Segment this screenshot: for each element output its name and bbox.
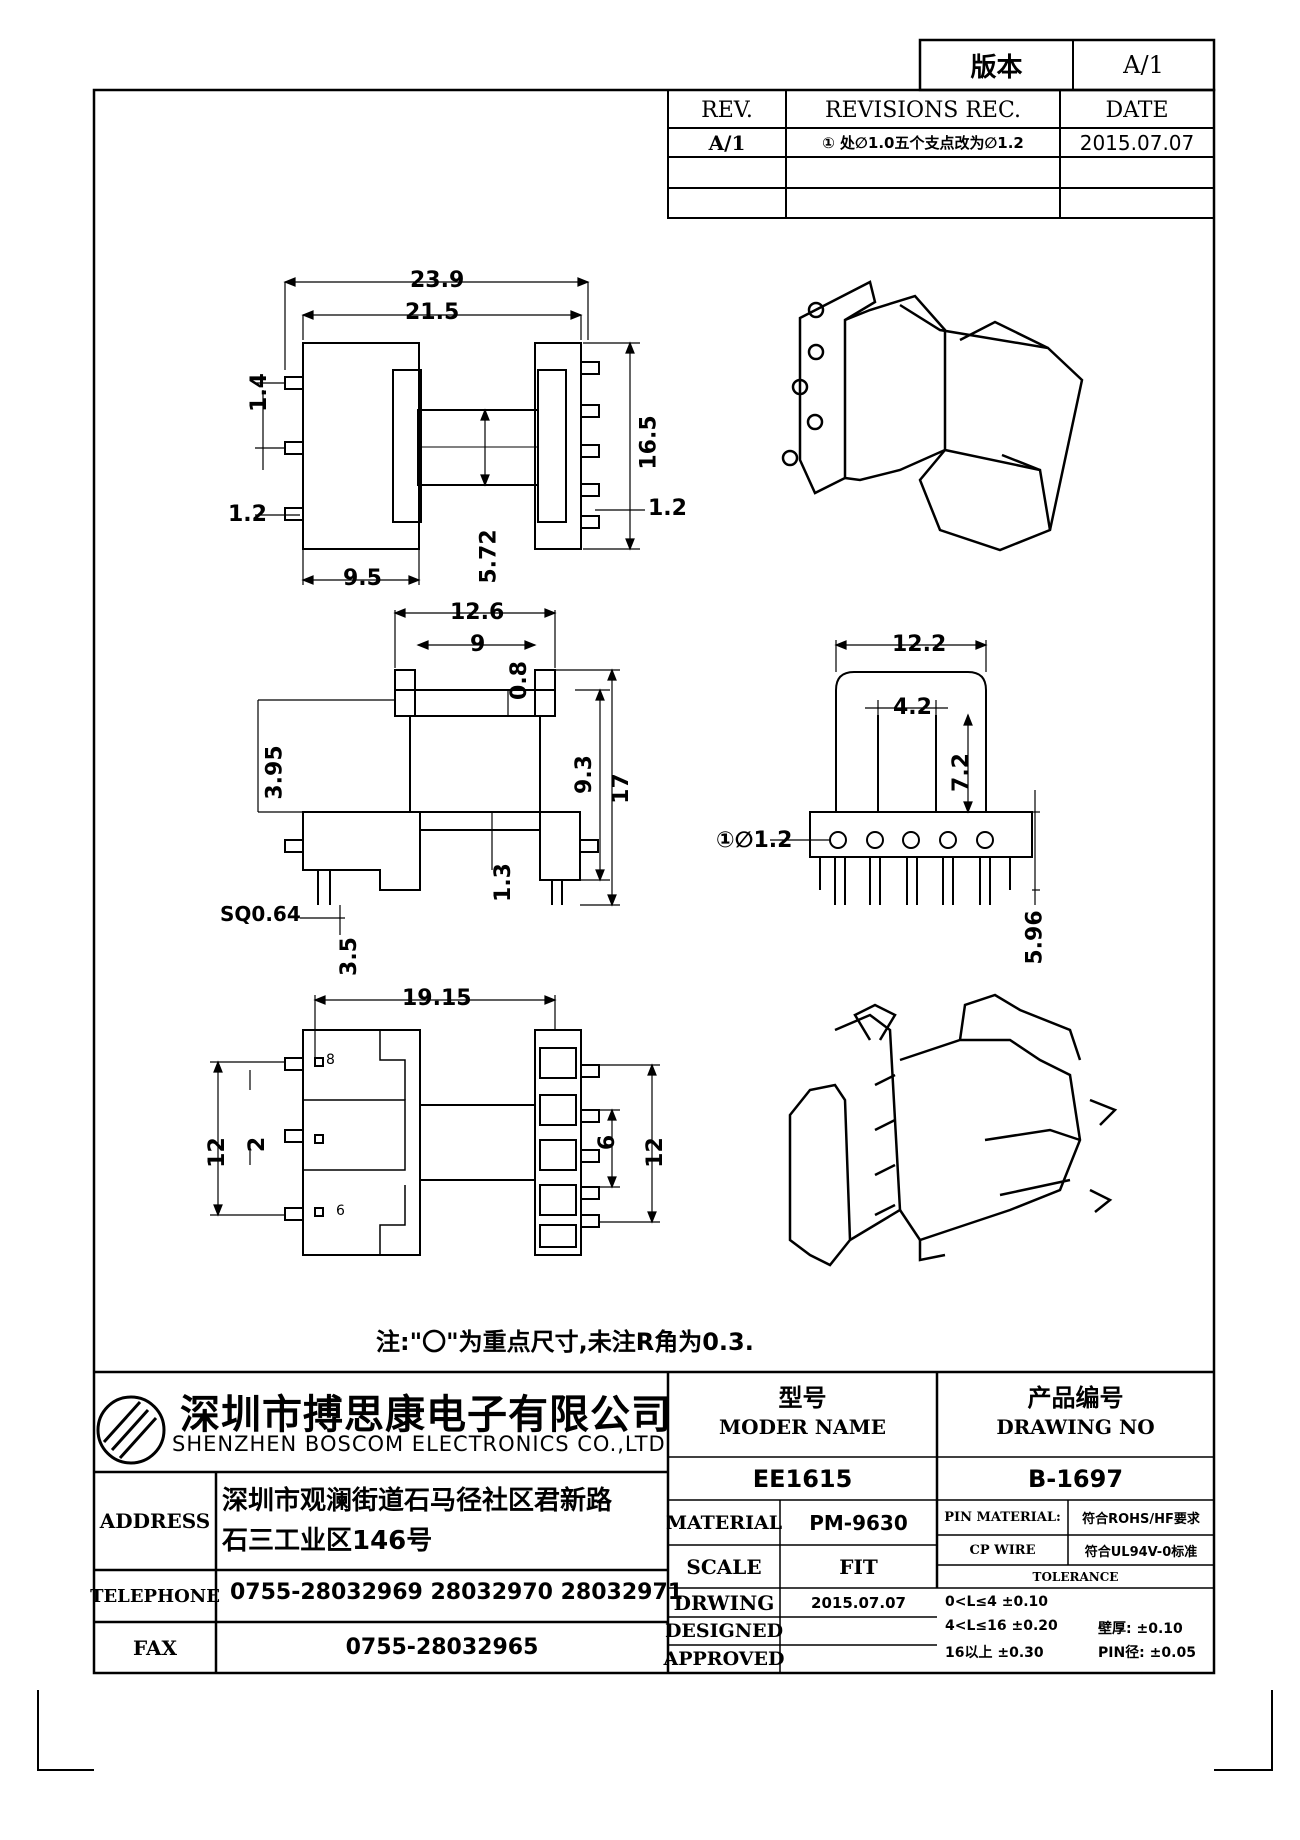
rev-row-1-rec: ① 处∅1.0五个支点改为∅1.2 xyxy=(822,134,1024,152)
address-label: ADDRESS xyxy=(99,1509,211,1533)
dim-3-5-value: 3.5 xyxy=(336,937,362,976)
dim-9-value: 9 xyxy=(470,632,486,657)
dim-6-value: 6 xyxy=(595,1134,621,1151)
dim-5-96-value: 5.96 xyxy=(1022,910,1048,965)
pin-8-label: 8 xyxy=(326,1052,335,1068)
telephone-label: TELEPHONE xyxy=(90,1585,220,1607)
rev-header: REV. xyxy=(701,97,753,123)
model-label-cn: 型号 xyxy=(778,1383,827,1412)
cp-wire-value: 符合UL94V-0标准 xyxy=(1084,1544,1198,1560)
tolerance-line-1: 0<L≤4 ±0.10 xyxy=(945,1594,1049,1610)
dim-9-5-value: 9.5 xyxy=(343,566,382,591)
drawing-note: 注:"〇"为重点尺寸,未注R角为0.3. xyxy=(376,1328,754,1356)
dim-19-15-value: 19.15 xyxy=(402,986,472,1011)
tolerance-line-2: 4<L≤16 ±0.20 xyxy=(945,1618,1058,1634)
date-header: DATE xyxy=(1105,97,1169,123)
dim-3-95-value: 3.95 xyxy=(262,745,288,800)
top-view xyxy=(284,342,600,550)
dim-16-5-value: 16.5 xyxy=(636,415,662,470)
dim-sq-value: SQ0.64 xyxy=(220,902,301,926)
front-view-dims xyxy=(257,608,620,935)
revision-table-border xyxy=(667,89,1215,219)
corner-mark-right xyxy=(1214,1690,1273,1771)
pin-6-label: 6 xyxy=(336,1203,345,1219)
dim-7-2-value: 7.2 xyxy=(948,753,974,792)
dim-2-value: 2 xyxy=(245,1136,271,1153)
dim-12-left-value: 12 xyxy=(204,1137,230,1168)
scale-value: FIT xyxy=(839,1554,878,1579)
dim-0-8-value: 0.8 xyxy=(506,661,532,700)
fax-value: 0755-28032965 xyxy=(345,1635,539,1660)
rev-row-1-date: 2015.07.07 xyxy=(1079,130,1195,155)
dim-1-4-value: 1.4 xyxy=(246,373,272,412)
tolerance-line-3: 16以上 ±0.30 xyxy=(945,1645,1044,1661)
bottom-view-dims xyxy=(210,995,660,1224)
tolerance-label: TOLERANCE xyxy=(1032,1569,1119,1584)
title-block-grid-thin xyxy=(668,1456,1214,1673)
corner-mark-left xyxy=(37,1690,94,1771)
dim-12-6-value: 12.6 xyxy=(450,600,505,625)
dim-17-value: 17 xyxy=(608,773,634,804)
address-line-1: 深圳市观澜街道石马径社区君新路 xyxy=(222,1486,613,1516)
top-view-dims xyxy=(255,277,645,585)
material-value: PM-9630 xyxy=(809,1510,908,1535)
scale-label: SCALE xyxy=(686,1554,762,1579)
dim-1-3-value: 1.3 xyxy=(490,863,516,902)
pin-material-label: PIN MATERIAL: xyxy=(944,1510,1061,1525)
dim-4-2-value: 4.2 xyxy=(893,695,932,720)
company-logo xyxy=(96,1395,166,1465)
version-label: 版本 xyxy=(970,52,1023,83)
dim-5-72-value: 5.72 xyxy=(476,529,502,584)
model-value: EE1615 xyxy=(752,1465,853,1493)
company-name-en: SHENZHEN BOSCOM ELECTRONICS CO.,LTD xyxy=(172,1432,666,1456)
dim-1-2-left-value: 1.2 xyxy=(228,502,267,527)
iso-view-top xyxy=(781,280,1084,552)
dim-9-3-value: 9.3 xyxy=(571,755,597,794)
dim-1-2-right-value: 1.2 xyxy=(648,496,687,521)
company-name-cn: 深圳市搏思康电子有限公司 xyxy=(180,1392,672,1438)
dim-a-value: 23.9 xyxy=(410,268,465,293)
title-block-grid xyxy=(94,1370,1214,1673)
drawing-label-cn: 产品编号 xyxy=(1027,1383,1124,1412)
wall-thickness-tolerance: 壁厚: ±0.10 xyxy=(1098,1621,1183,1637)
material-label: MATERIAL xyxy=(665,1511,783,1534)
pin-diameter-tolerance: PIN径: ±0.05 xyxy=(1098,1645,1196,1661)
version-value: A/1 xyxy=(1123,51,1164,79)
dim-b-value: 21.5 xyxy=(405,300,460,325)
rev-row-1-rev: A/1 xyxy=(708,130,746,155)
drawing-value: B-1697 xyxy=(1027,1465,1124,1493)
side-view xyxy=(809,671,1033,905)
model-label-en: MODER NAME xyxy=(719,1415,886,1439)
designed-label: DESIGNED xyxy=(664,1620,784,1642)
drawing-frame xyxy=(92,88,1216,1675)
revisions-rec-header: REVISIONS REC. xyxy=(825,97,1021,123)
side-view-dims xyxy=(770,640,1040,905)
drawing-label-en: DRAWING NO xyxy=(996,1415,1155,1439)
drwing-value: 2015.07.07 xyxy=(811,1593,906,1612)
cp-wire-label: CP WIRE xyxy=(969,1542,1036,1558)
front-view xyxy=(284,669,599,905)
fax-label: FAX xyxy=(132,1635,178,1660)
dim-dia-value: ①∅1.2 xyxy=(716,828,793,853)
address-line-2: 石三工业区146号 xyxy=(222,1526,433,1556)
dim-12-right-value: 12 xyxy=(642,1137,668,1168)
pin-material-value: 符合ROHS/HF要求 xyxy=(1082,1512,1200,1527)
bottom-view xyxy=(284,1029,600,1256)
dim-12-2-value: 12.2 xyxy=(892,632,947,657)
telephone-value: 0755-28032969 28032970 28032971 xyxy=(230,1580,684,1605)
iso-view-bottom xyxy=(788,993,1118,1267)
drwing-label: DRWING xyxy=(673,1590,775,1615)
approved-label: APPROVED xyxy=(663,1648,785,1670)
